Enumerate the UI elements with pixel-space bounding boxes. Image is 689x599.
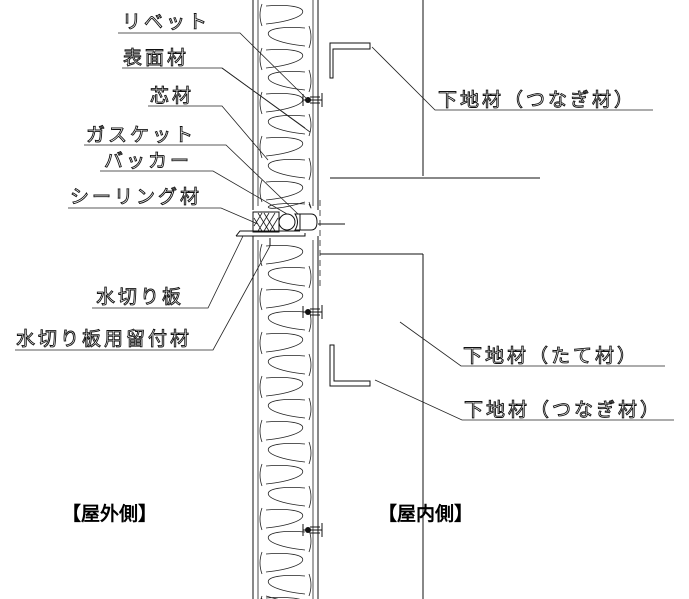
sealant-hatch — [253, 212, 279, 232]
panel-joint — [235, 211, 345, 246]
label-backer: バッカー — [104, 150, 192, 172]
gasket — [294, 213, 318, 231]
flashing-plate — [235, 230, 306, 237]
label-runner-upper: 下地材（つなぎ材） — [438, 89, 636, 111]
label-sealant: シーリング材 — [70, 186, 202, 208]
labels-left: リベット 表面材 芯材 ガスケット バッカー シーリング材 水切り板 水切り板用… — [16, 11, 210, 351]
upper-panel — [252, 0, 319, 210]
label-gasket: ガスケット — [86, 124, 196, 146]
lower-runner-angle — [329, 344, 371, 387]
backer-rod — [278, 213, 296, 231]
upper-core-insulation — [259, 3, 312, 209]
rivet-2 — [302, 305, 323, 319]
rivet — [302, 93, 323, 537]
leader-lines — [15, 32, 674, 421]
label-runner-lower: 下地材（つなぎ材） — [464, 399, 662, 421]
rivet-3 — [302, 523, 323, 537]
lower-panel — [252, 236, 319, 599]
label-stud: 下地材（たて材） — [463, 345, 639, 367]
labels-right: 下地材（つなぎ材） 下地材（たて材） 下地材（つなぎ材） — [438, 89, 662, 422]
label-flashing-plate: 水切り板 — [96, 286, 184, 308]
lower-core-insulation — [259, 243, 312, 599]
label-core-material: 芯材 — [150, 85, 194, 107]
sub-framing — [319, 0, 540, 599]
label-rivet: リベット — [122, 11, 210, 33]
label-indoor-side: 【屋内側】 — [378, 502, 473, 525]
upper-runner-angle — [329, 42, 371, 79]
label-surface-material: 表面材 — [123, 47, 189, 69]
label-flashing-fastener: 水切り板用留付材 — [16, 328, 192, 350]
label-outdoor-side: 【屋外側】 — [62, 502, 157, 525]
rivet-1 — [302, 93, 323, 107]
